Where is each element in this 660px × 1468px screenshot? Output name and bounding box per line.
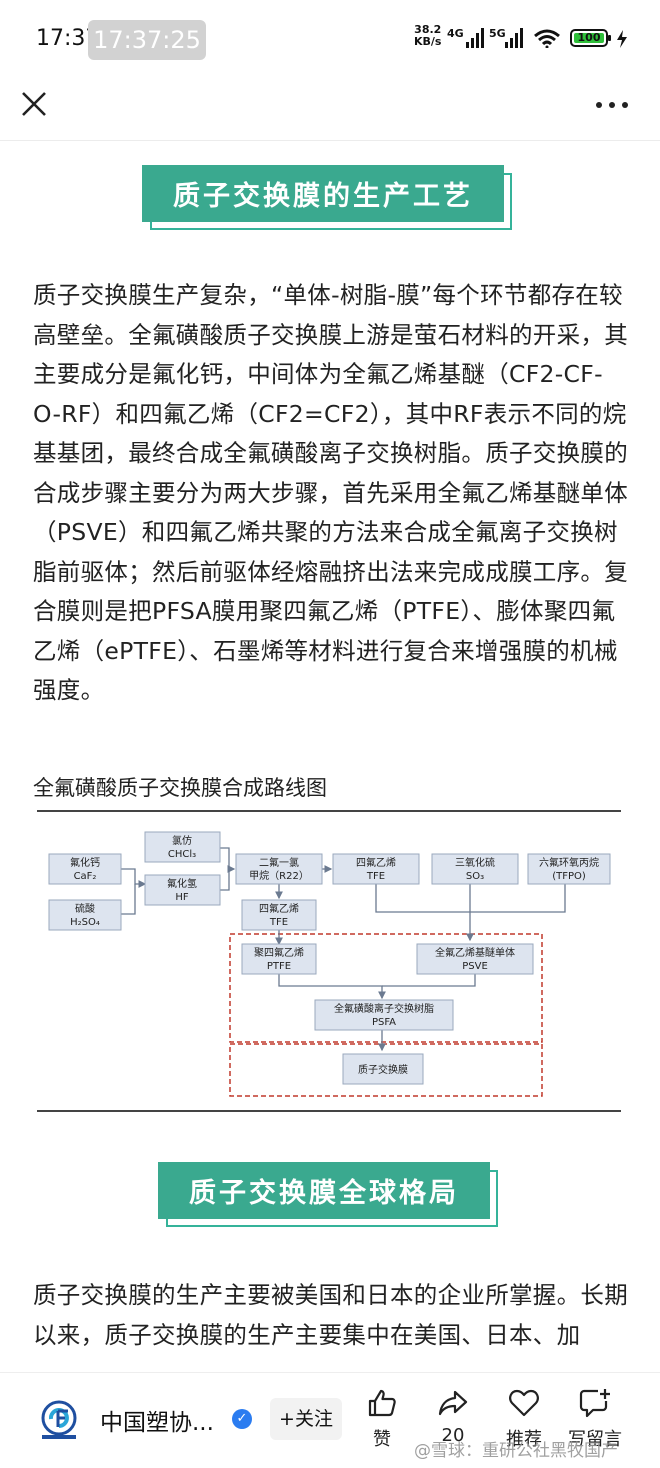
node-hf: 氟化氢 HF (144, 874, 221, 906)
node-caf2: 氟化钙 CaF₂ (48, 853, 122, 885)
node-tfpo: 六氟环氧丙烷 (TFPO) (527, 853, 611, 885)
node-caf2-label: 氟化钙 (70, 856, 100, 869)
account-name[interactable]: 中国塑协... (100, 1410, 214, 1436)
node-so3-formula: SO₃ (466, 871, 484, 882)
node-hf-label: 氟化氢 (167, 877, 197, 890)
dashed-box-membrane (229, 1043, 543, 1097)
node-psve: 全氟乙烯基醚单体 PSVE (416, 943, 534, 975)
comment-icon (579, 1389, 610, 1418)
node-pem-label: 质子交换膜 (358, 1063, 408, 1076)
comment-label: 写留言 (568, 1429, 622, 1450)
network-speed-unit: KB/s (414, 35, 442, 48)
like-button[interactable]: 赞 (354, 1387, 410, 1463)
battery-level: 100 (574, 32, 604, 43)
share-button[interactable]: 20 (425, 1387, 481, 1463)
heart-icon (509, 1389, 539, 1417)
node-so3: 三氧化硫 SO₃ (431, 853, 519, 885)
node-hf-formula: HF (175, 892, 189, 903)
close-icon[interactable] (20, 90, 48, 118)
signal-icon (466, 26, 486, 48)
node-chcl3-label: 氯仿 (172, 834, 192, 847)
node-h2so4: 硫酸 H₂SO₄ (48, 899, 122, 931)
article-paragraph: 质子交换膜的生产主要被美国和日本的企业所掌握。长期以来，质子交换膜的生产主要集中… (33, 1281, 628, 1349)
node-tfe-b: 四氟乙烯 TFE (241, 899, 317, 931)
figure-caption: 全氟磺酸质子交换膜合成路线图 (33, 776, 327, 800)
network-type-2: 5G (489, 27, 506, 40)
account-logo-icon[interactable] (38, 1399, 80, 1441)
node-psfa-formula: PSFA (372, 1017, 396, 1028)
node-r22-formula: 甲烷（R22） (249, 869, 309, 882)
node-r22: 二氟一氯 甲烷（R22） (235, 853, 323, 885)
node-tfe-a-formula: TFE (366, 871, 385, 882)
node-ptfe: 聚四氟乙烯 PTFE (241, 943, 317, 975)
thumbs-up-icon (368, 1389, 396, 1417)
share-icon (438, 1390, 468, 1416)
dashed-box-resin (229, 933, 543, 1043)
node-chcl3-formula: CHCl₃ (168, 849, 196, 860)
node-tfpo-label: 六氟环氧丙烷 (539, 856, 599, 869)
node-pem: 质子交换膜 (342, 1053, 424, 1085)
node-psve-formula: PSVE (462, 961, 488, 972)
node-ptfe-label: 聚四氟乙烯 (254, 946, 304, 959)
node-tfe-a-label: 四氟乙烯 (356, 856, 396, 869)
node-chcl3: 氯仿 CHCl₃ (144, 831, 221, 863)
section-heading-global: 质子交换膜全球格局 (158, 1162, 498, 1227)
node-tfe-b-label: 四氟乙烯 (259, 902, 299, 915)
comment-button[interactable]: 写留言 (567, 1387, 623, 1463)
wifi-icon (534, 29, 560, 48)
node-h2so4-formula: H₂SO₄ (70, 917, 100, 928)
node-psfa: 全氟磺酸离子交换树脂 PSFA (314, 999, 454, 1031)
share-count: 20 (441, 1425, 465, 1446)
verified-badge-icon: ✓ (232, 1409, 252, 1429)
top-navigation-bar (0, 78, 660, 138)
node-psfa-label: 全氟磺酸离子交换树脂 (334, 1002, 434, 1015)
section-heading-production: 质子交换膜的生产工艺 (142, 165, 512, 230)
like-label: 赞 (373, 1429, 391, 1450)
watermark-text: @雪球：重研公社黑牧国产 (414, 1441, 618, 1461)
network-speed-value: 38.2 (414, 23, 442, 36)
network-speed: 38.2 KB/s (414, 24, 441, 48)
charging-icon (617, 30, 627, 48)
node-so3-label: 三氧化硫 (455, 856, 495, 869)
time-overlay: 17:37:25 (88, 20, 206, 60)
synthesis-route-diagram: 氟化钙 CaF₂ 硫酸 H₂SO₄ 氯仿 CHCl₃ 氟化氢 HF 二氟一氯 (37, 810, 621, 1112)
network-type-1: 4G (447, 27, 464, 40)
recommend-button[interactable]: 推荐 (496, 1387, 552, 1463)
more-options-icon[interactable] (596, 100, 632, 112)
recommend-label: 推荐 (506, 1429, 542, 1450)
bottom-action-bar: 中国塑协... ✓ +关注 赞 20 推荐 写留言 (0, 1372, 660, 1468)
node-r22-label: 二氟一氯 (259, 856, 299, 869)
node-tfe-b-formula: TFE (269, 917, 288, 928)
signal-icon-2 (505, 26, 525, 48)
article-paragraph: 质子交换膜生产复杂，“单体-树脂-膜”每个环节都存在较高壁垒。全氟磺酸质子交换膜… (33, 281, 628, 704)
node-tfpo-formula: (TFPO) (552, 871, 586, 882)
node-tfe-a: 四氟乙烯 TFE (332, 853, 420, 885)
heading-text: 质子交换膜全球格局 (158, 1162, 490, 1219)
node-h2so4-label: 硫酸 (75, 902, 95, 915)
status-bar: 17:37 17:37:25 38.2 KB/s 4G 5G 100 (0, 0, 660, 78)
node-caf2-formula: CaF₂ (74, 871, 97, 882)
node-ptfe-formula: PTFE (267, 961, 291, 972)
follow-button[interactable]: +关注 (270, 1398, 342, 1440)
header-divider (0, 140, 660, 141)
heading-text: 质子交换膜的生产工艺 (142, 165, 504, 222)
node-psve-label: 全氟乙烯基醚单体 (435, 946, 515, 959)
battery-icon: 100 (570, 29, 611, 47)
